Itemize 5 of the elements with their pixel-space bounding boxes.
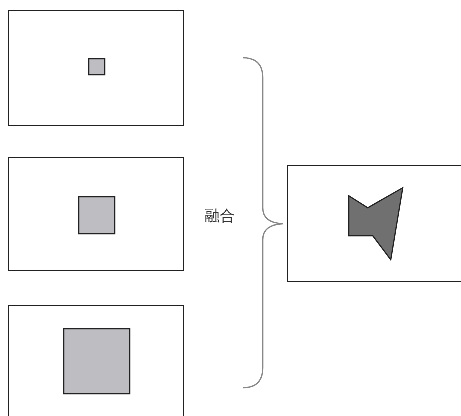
- image-frame: [287, 165, 461, 282]
- image-frame: [8, 10, 184, 126]
- image-frame: [8, 157, 184, 271]
- image-frame: [8, 305, 184, 416]
- fusion-label: 融合: [205, 207, 235, 226]
